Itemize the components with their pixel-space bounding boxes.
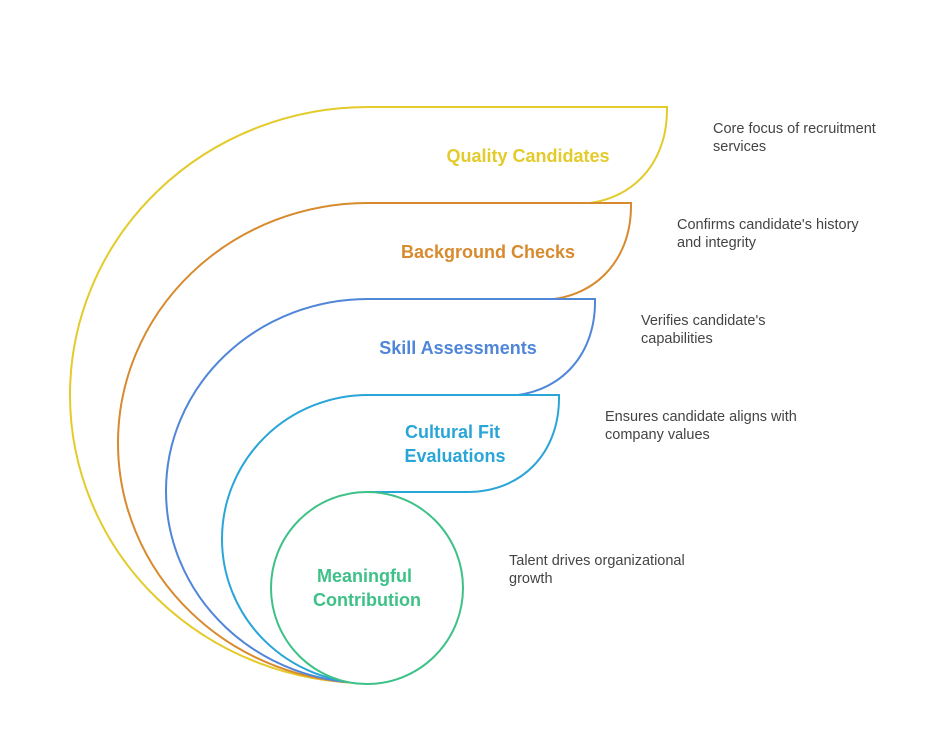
description-line: Verifies candidate's bbox=[641, 313, 766, 329]
layer-label-skill: Skill Assessments bbox=[379, 338, 536, 358]
layer-label-meaningful: Meaningful Contribution bbox=[313, 566, 421, 610]
description-line: Ensures candidate aligns with bbox=[605, 409, 797, 425]
layer-label-cultural: Cultural Fit Evaluations bbox=[404, 422, 505, 466]
layer-label-background: Background Checks bbox=[401, 242, 575, 262]
layer-label-line: Background Checks bbox=[401, 242, 575, 262]
description-line: company values bbox=[605, 427, 710, 443]
layer-label-line: Skill Assessments bbox=[379, 338, 536, 358]
description-line: services bbox=[713, 139, 767, 155]
layer-description-background: Confirms candidate's history and integri… bbox=[677, 216, 859, 252]
layer-label-line: Evaluations bbox=[404, 446, 505, 466]
description-line: capabilities bbox=[641, 331, 713, 347]
layer-shape-meaningful bbox=[270, 491, 464, 685]
description-line: and integrity bbox=[677, 235, 756, 251]
layer-label-quality: Quality Candidates bbox=[446, 146, 609, 166]
layer-description-skill: Verifies candidate's capabilities bbox=[641, 312, 765, 348]
layer-description-quality: Core focus of recruitment services bbox=[713, 120, 876, 156]
description-line: growth bbox=[509, 571, 553, 587]
description-line: Confirms candidate's history bbox=[677, 217, 859, 233]
layer-label-line: Cultural Fit bbox=[405, 422, 500, 442]
layer-label-line: Meaningful bbox=[317, 566, 412, 586]
layer-description-meaningful: Talent drives organizational growth bbox=[509, 552, 685, 588]
layer-description-cultural: Ensures candidate aligns with company va… bbox=[605, 408, 797, 444]
layer-label-line: Contribution bbox=[313, 590, 421, 610]
layer-label-line: Quality Candidates bbox=[446, 146, 609, 166]
description-line: Core focus of recruitment bbox=[713, 121, 876, 137]
description-line: Talent drives organizational bbox=[509, 553, 685, 569]
